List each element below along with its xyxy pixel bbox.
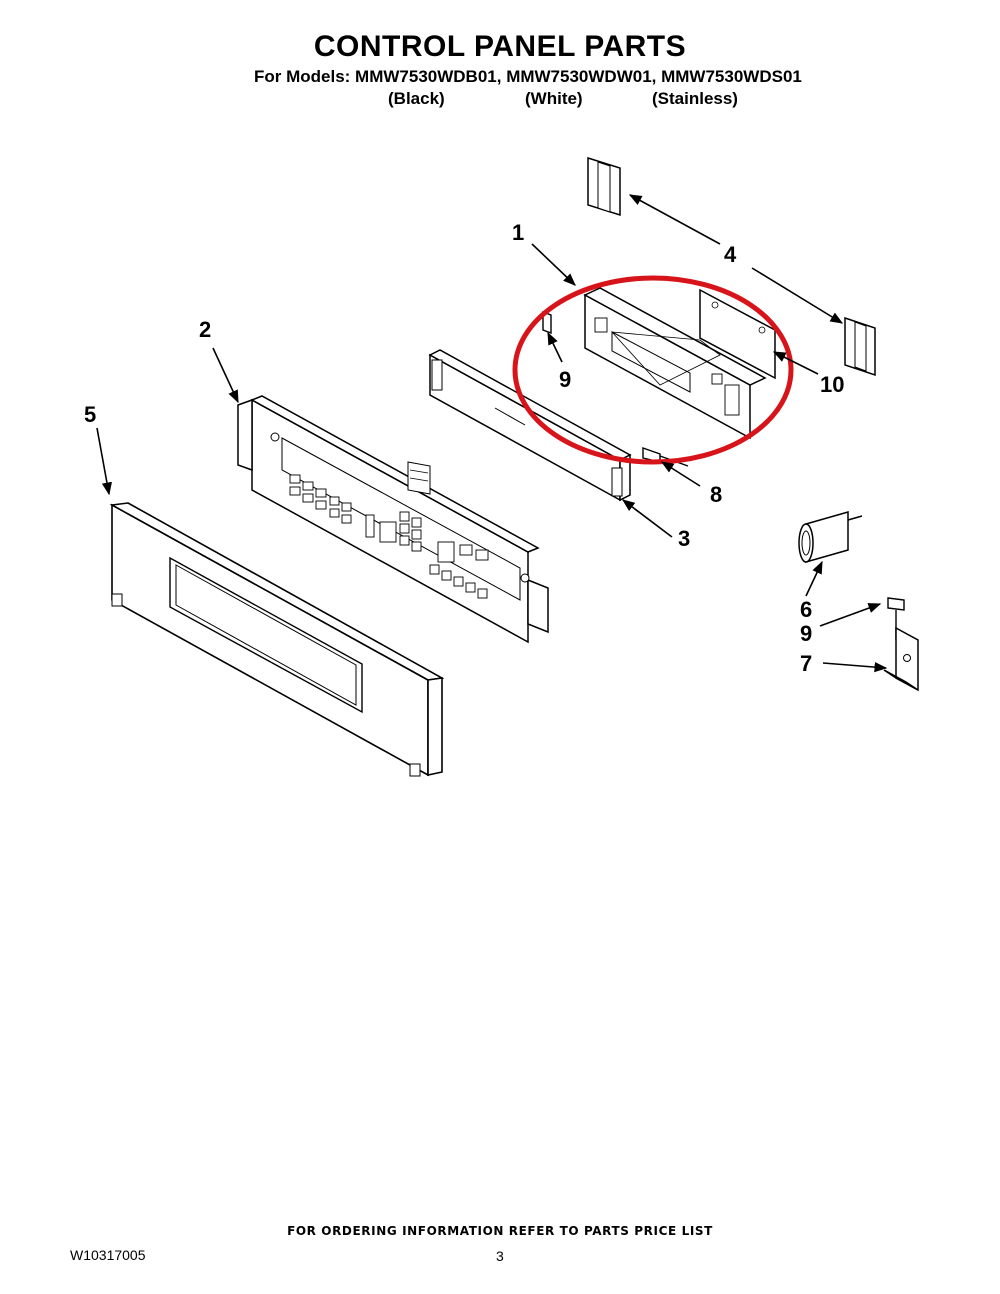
leader-9b [819,603,882,627]
callout-2: 2 [199,317,211,342]
callout-4: 4 [724,242,737,267]
part-7-l-bracket [883,626,919,692]
leader-4b [751,267,844,324]
callout-6: 6 [800,597,812,622]
part-2-control-faceplate [237,395,549,644]
page-number: 3 [496,1248,504,1264]
part-1-control-board [583,287,776,440]
callout-1: 1 [512,220,524,245]
part-6-component [798,511,863,563]
variant-stainless: (Stainless) [652,89,738,108]
callout-8: 8 [710,482,722,507]
leader-8 [660,461,701,487]
part-3-bracket [428,349,632,502]
document-number: W10317005 [70,1247,146,1263]
variant-black: (Black) [388,89,445,108]
leader-10 [772,351,819,375]
leader-3 [621,499,673,538]
leader-5 [96,427,112,496]
callout-3: 3 [678,526,690,551]
leader-lines [96,194,888,673]
callout-5: 5 [84,402,96,427]
leader-2 [212,347,239,404]
callout-9-screw: 9 [800,621,812,646]
page-title: CONTROL PANEL PARTS [313,30,687,63]
leader-9a [547,331,563,363]
leader-4a [628,194,721,245]
highlight-circle [512,275,794,465]
leader-6 [805,560,823,597]
callout-9-board: 9 [559,367,571,392]
part-5-trim-panel [109,502,445,777]
variant-white: (White) [525,89,583,108]
part-4-lower-bracket [844,316,876,377]
leader-1 [531,243,576,286]
callout-10: 10 [820,372,844,397]
models-line: For Models: MMW7530WDB01, MMW7530WDW01, … [254,67,802,86]
leader-7 [822,661,888,673]
callout-7: 7 [800,651,812,676]
part-4-upper-bracket [587,156,621,217]
ordering-note: FOR ORDERING INFORMATION REFER TO PARTS … [287,1224,713,1238]
